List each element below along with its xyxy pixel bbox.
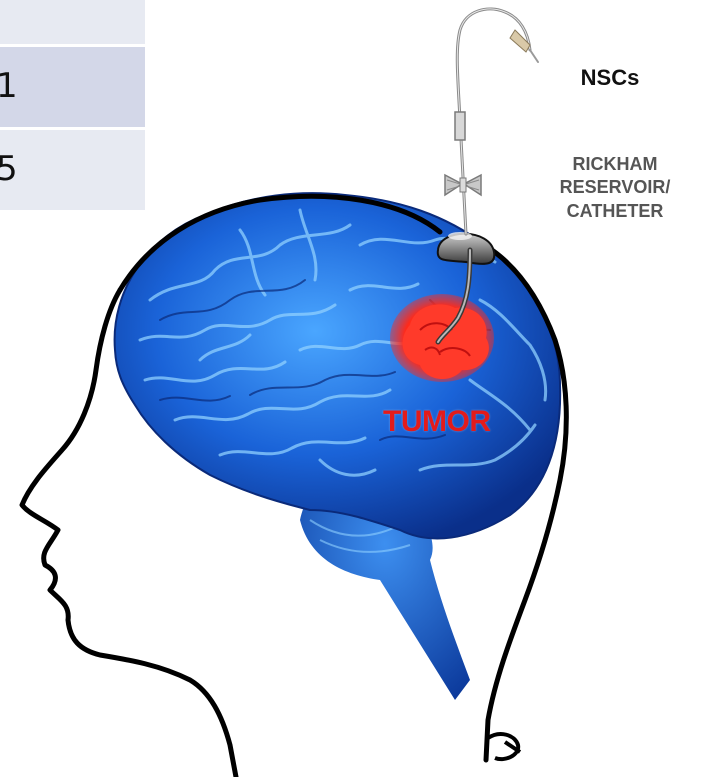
rickham-label-line: RESERVOIR/ — [520, 176, 710, 199]
rickham-label: RICKHAM RESERVOIR/ CATHETER — [520, 153, 710, 223]
nscs-label: NSCs — [560, 64, 660, 93]
butterfly-needle-icon — [445, 175, 481, 195]
partial-glyph — [488, 734, 520, 759]
rickham-label-line: CATHETER — [520, 200, 710, 223]
tumor-label: TUMOR — [383, 402, 490, 441]
rickham-label-line: RICKHAM — [520, 153, 710, 176]
brain — [115, 193, 561, 538]
